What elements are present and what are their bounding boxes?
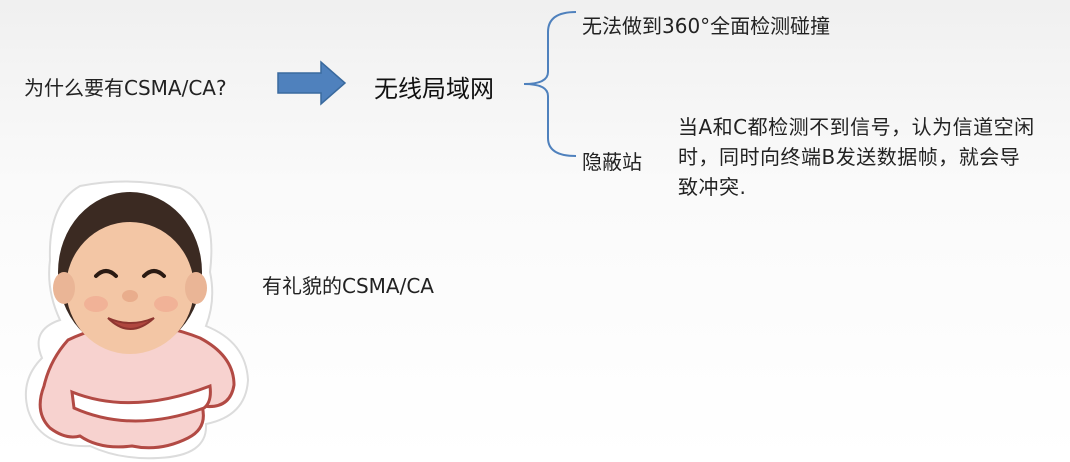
right-arrow-icon — [277, 60, 347, 106]
point-hidden-station: 隐蔽站 — [582, 150, 642, 174]
point-collision: 无法做到360°全面检测碰撞 — [582, 14, 831, 38]
left-brace-icon — [523, 11, 577, 157]
caption-text: 有礼貌的CSMA/CA — [262, 274, 434, 298]
baby-illustration — [24, 180, 250, 460]
question-text: 为什么要有CSMA/CA? — [24, 76, 227, 100]
topic-title: 无线局域网 — [374, 75, 494, 103]
hidden-station-explanation: 当A和C都检测不到信号，认为信道空闲时，同时向终端B发送数据帧，就会导致冲突. — [678, 115, 1035, 199]
